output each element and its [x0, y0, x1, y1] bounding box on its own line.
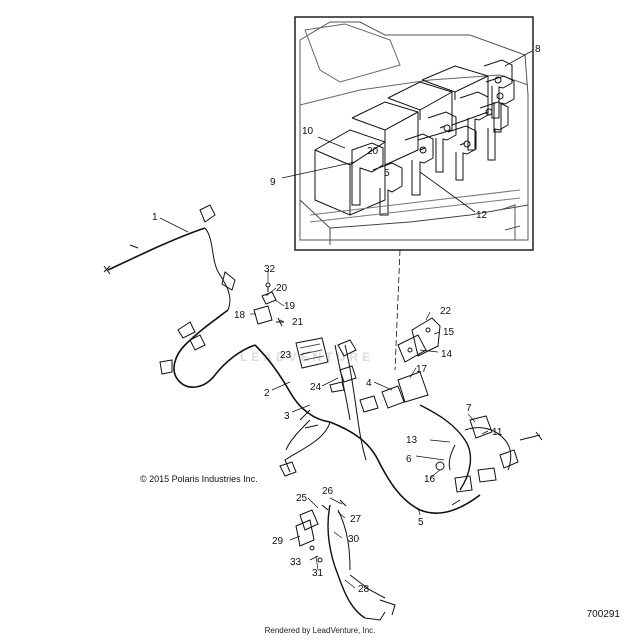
callout-14: 14 [441, 349, 453, 360]
ecu-module [295, 337, 329, 369]
callout-19: 19 [284, 301, 296, 312]
fuse-label-5: 5 [384, 168, 390, 179]
callout-25: 25 [296, 493, 308, 504]
callout-4: 4 [366, 378, 372, 389]
callout-22: 22 [440, 306, 452, 317]
callout-1: 1 [152, 212, 158, 223]
fuse-label-20: 20 [367, 146, 379, 157]
callout-23: 23 [280, 350, 292, 361]
callout-6: 6 [406, 454, 412, 465]
connector-cluster [329, 339, 429, 413]
rendered-by-credit: Rendered by LeadVenture, Inc. [264, 626, 376, 635]
callout-21: 21 [292, 317, 304, 328]
callout-16: 16 [424, 474, 436, 485]
callout-28: 28 [358, 584, 370, 595]
callout-5: 5 [418, 517, 424, 528]
callout-8: 8 [535, 44, 541, 55]
callout-3: 3 [284, 411, 290, 422]
callout-18: 18 [234, 310, 246, 321]
callout-10: 10 [302, 126, 314, 137]
callout-29: 29 [272, 536, 284, 547]
callout-30: 30 [348, 534, 360, 545]
harness-lower [295, 499, 396, 621]
copyright-notice: © 2015 Polaris Industries Inc. [140, 474, 258, 484]
callout-32: 32 [264, 264, 276, 275]
callout-7: 7 [466, 403, 472, 414]
callout-26: 26 [322, 486, 334, 497]
callout-12: 12 [476, 210, 488, 221]
callout-13: 13 [406, 435, 418, 446]
callout-2: 2 [264, 388, 270, 399]
callout-11: 11 [492, 427, 503, 438]
callout-17: 17 [416, 364, 428, 375]
watermark: LEADVENTURE [239, 350, 374, 364]
callout-15: 15 [443, 327, 455, 338]
callout-33: 33 [290, 557, 302, 568]
callout-9: 9 [270, 177, 276, 188]
harness-2 [159, 309, 481, 514]
module-bracket [397, 317, 441, 363]
fuse-box-inset [294, 16, 534, 251]
diagram-number: 700291 [586, 609, 620, 620]
callout-24: 24 [310, 382, 322, 393]
callout-20: 20 [276, 283, 288, 294]
harness-right-branch [419, 404, 543, 506]
callout-27: 27 [350, 514, 362, 525]
harness-1 [103, 204, 236, 311]
relay-bracket [253, 282, 284, 327]
callout-31: 31 [312, 568, 324, 579]
leader-lines [159, 217, 489, 589]
